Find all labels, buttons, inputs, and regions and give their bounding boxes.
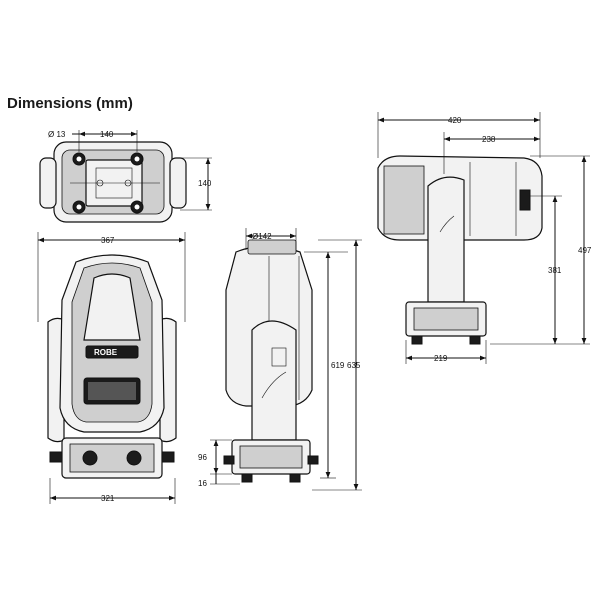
hole-diameter-label: Ø 13: [48, 130, 66, 139]
base-top-view: [39, 141, 187, 223]
top-offset-label: 238: [482, 135, 496, 144]
top-side-dimensions: [377, 112, 590, 364]
front-dimensions: [37, 232, 186, 504]
base-width-front-label: 321: [101, 494, 115, 503]
front-view: ROBE: [47, 254, 177, 479]
foot-height-label: 16: [198, 479, 207, 488]
lens-diameter-label: Ø142: [252, 232, 272, 241]
top-side-view: [377, 155, 543, 345]
base-width-side-label: 219: [434, 354, 448, 363]
base-depth-label: 140: [198, 179, 212, 188]
side-dimensions: [210, 228, 362, 491]
bolt-spacing-label: 140: [100, 130, 114, 139]
base-height-label: 96: [198, 453, 207, 462]
top-height-total-label: 497: [578, 246, 592, 255]
drawing-title: Dimensions (mm): [7, 95, 133, 112]
head-width-label: 367: [101, 236, 115, 245]
top-height-yoke-label: 381: [548, 266, 562, 275]
top-length-label: 420: [448, 116, 462, 125]
side-height-yoke-label: 619: [331, 361, 345, 370]
side-height-total-label: 635: [347, 361, 361, 370]
brand-logo: ROBE: [94, 348, 118, 357]
side-view: [223, 239, 319, 483]
base-top-dimensions: [72, 130, 212, 211]
